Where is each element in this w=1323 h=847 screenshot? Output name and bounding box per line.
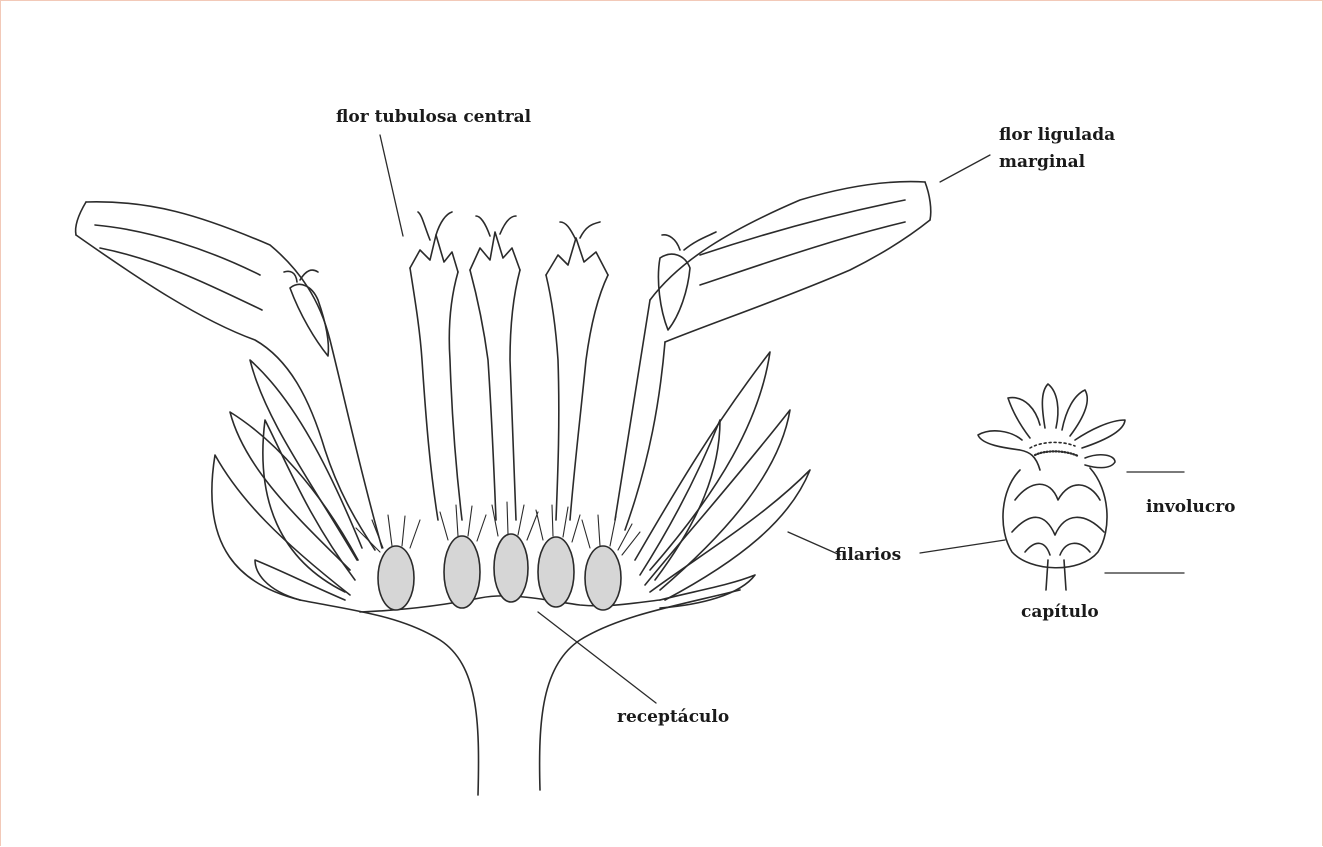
- tubular-flowers-drawing: [410, 212, 608, 520]
- label-capitulo: capítulo: [1021, 599, 1099, 626]
- label-flor-ligulada-marginal: flor ligulada marginal: [999, 122, 1115, 176]
- label-flor-tubulosa-central: flor tubulosa central: [336, 104, 531, 131]
- left-phyllaries-drawing: [212, 360, 362, 600]
- leader-line-filarios: [788, 532, 840, 555]
- left-ligulate-flower-drawing: [76, 202, 382, 550]
- capitulum-drawing: [978, 384, 1125, 590]
- stem-drawing: [300, 590, 740, 795]
- label-involucro: involucro: [1146, 494, 1236, 521]
- leader-line-ligulada: [940, 155, 990, 182]
- ovaries-drawing: [378, 534, 621, 610]
- label-flor-ligulada-line2: marginal: [999, 149, 1115, 176]
- label-receptaculo: receptáculo: [617, 704, 729, 731]
- label-flor-ligulada-line1: flor ligulada: [999, 122, 1115, 149]
- label-filarios: filarios: [835, 542, 901, 569]
- leader-line-capitulo-filarios: [920, 540, 1005, 553]
- leader-line-receptaculo: [538, 612, 656, 703]
- leader-line-tubulosa: [380, 135, 403, 236]
- right-phyllaries-drawing: [635, 352, 810, 608]
- right-ligulate-flower-drawing: [615, 182, 931, 530]
